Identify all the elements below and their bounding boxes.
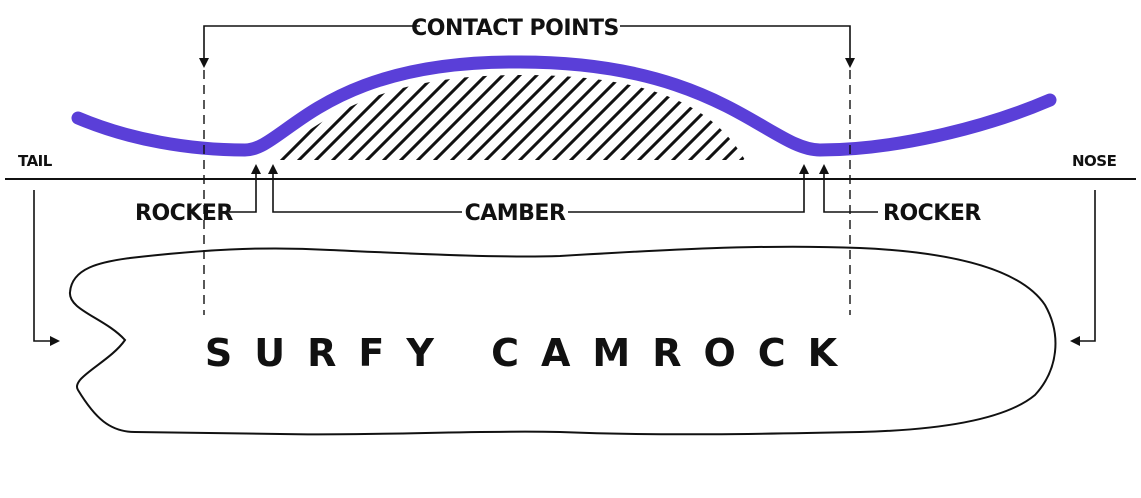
tail-arrow (33, 190, 60, 346)
hatch-line (428, 75, 527, 160)
hatch-line (360, 75, 459, 160)
hatch-line (445, 75, 544, 160)
board-outline (68, 245, 1057, 436)
board-name: SURFY CAMROCK (205, 331, 859, 375)
board-profile-curve (71, 55, 1057, 157)
hatch-line (513, 75, 612, 160)
hatch-line (343, 75, 442, 160)
rocker-right-bracket (819, 164, 878, 213)
contact-points-bracket (199, 25, 855, 68)
camber-bracket (268, 164, 809, 213)
hatch-line (717, 75, 745, 160)
hatch-line (479, 75, 578, 160)
nose-arrow (1070, 190, 1096, 346)
hatch-line (411, 75, 510, 160)
hatch-line (496, 75, 595, 160)
camber-label: CAMBER (465, 201, 566, 226)
hatch-line (377, 75, 476, 160)
hatch-line (700, 75, 745, 160)
rocker-left-bracket (226, 164, 261, 213)
hatch-line (394, 75, 493, 160)
hatch-line (462, 75, 561, 160)
hatch-line (530, 75, 629, 160)
contact-points-label: CONTACT POINTS (411, 16, 619, 41)
rocker-left-label: ROCKER (135, 201, 233, 226)
hatch-line (547, 75, 646, 160)
nose-label: NOSE (1072, 152, 1117, 170)
rocker-right-label: ROCKER (883, 201, 981, 226)
tail-label: TAIL (18, 152, 53, 170)
